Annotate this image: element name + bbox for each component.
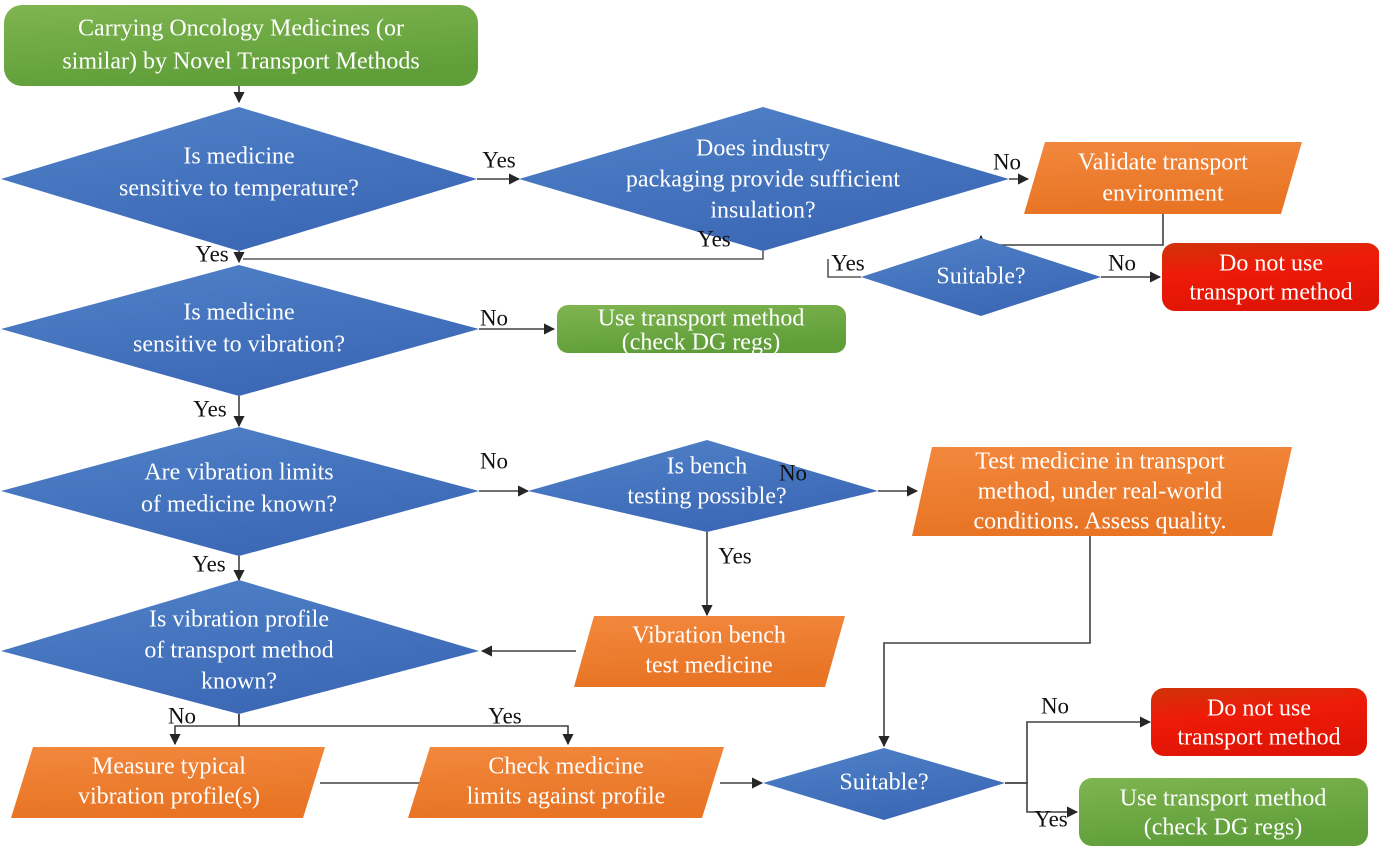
use2-line2: (check DG regs) [1144,815,1303,841]
start-line2: similar) by Novel Transport Methods [62,49,419,75]
donotuse2-line1: Do not use [1207,696,1311,722]
node-check[interactable]: Check medicine limits against profile [408,747,724,818]
label-profile-yes: Yes [488,703,522,728]
benchtest-shape [574,616,845,687]
measure-shape [11,747,325,818]
profile-line1: Is vibration profile [149,607,329,633]
temp-line2: sensitive to temperature? [119,176,359,202]
node-suitable2[interactable]: Suitable? [763,748,1005,820]
label-limits-no: No [480,448,508,473]
label-temp-yes-right: Yes [482,147,516,172]
edge-suitable1-yes [827,259,861,278]
donotuse2-line2: transport method [1177,725,1340,751]
temp-shape [1,107,477,251]
benchtest-line2: test medicine [645,653,772,679]
measure-line2: vibration profile(s) [78,784,260,810]
node-bench[interactable]: Is bench testing possible? [528,440,878,532]
donotuse2-shape [1151,688,1367,756]
check-shape [408,747,724,818]
testmed-shape [912,447,1292,536]
validate-line2: environment [1102,181,1224,207]
node-measure[interactable]: Measure typical vibration profile(s) [11,747,325,818]
node-benchtest[interactable]: Vibration bench test medicine [574,616,845,687]
node-limits[interactable]: Are vibration limits of medicine known? [1,427,479,556]
node-use2[interactable]: Use transport method (check DG regs) [1079,778,1368,846]
use1-line2: (check DG regs) [622,330,781,356]
limits-line1: Are vibration limits [144,460,333,486]
pack-line2: packaging provide sufficient [626,167,900,193]
vib-shape [1,265,479,396]
suitable1-line1: Suitable? [936,264,1025,290]
testmed-line3: conditions. Assess quality. [973,509,1226,535]
label-temp-yes-down: Yes [195,241,229,266]
donotuse1-line1: Do not use [1219,251,1323,277]
benchtest-line1: Vibration bench [632,623,786,649]
profile-line3: known? [201,669,277,695]
node-start[interactable]: Carrying Oncology Medicines (or similar)… [4,5,478,86]
temp-line1: Is medicine [183,144,294,170]
label-suitable2-yes: Yes [1034,806,1068,831]
pack-shape [519,107,1009,251]
label-vib-yes: Yes [193,396,227,421]
validate-line1: Validate transport [1078,150,1248,176]
label-suitable1-no: No [1108,250,1136,275]
profile-shape [1,580,479,714]
node-donotuse2[interactable]: Do not use transport method [1151,688,1367,756]
node-profile[interactable]: Is vibration profile of transport method… [1,580,479,714]
edge-validate-to-suitable1 [975,214,1164,247]
edge-suitable2-to-donotuse2 [1005,716,1152,784]
testmed-line1: Test medicine in transport [975,449,1225,475]
label-bench-yes: Yes [718,543,752,568]
label-bench-no: No [779,460,807,485]
edge-label-layer: Yes Yes No Yes Yes No No Yes No Yes No Y… [168,147,1136,831]
bench-line1: Is bench [667,454,748,480]
limits-shape [1,427,479,556]
vib-line1: Is medicine [183,300,294,326]
limits-line2: of medicine known? [141,492,337,518]
pack-line3: insulation? [710,198,815,224]
connector-layer [169,86,1164,818]
label-pack-yes: Yes [697,226,731,251]
edge-suitable2-to-use2 [1005,782,1079,818]
label-suitable1-yes: Yes [831,250,865,275]
use1-shape [557,305,846,353]
node-temp[interactable]: Is medicine sensitive to temperature? [1,107,477,251]
vib-line2: sensitive to vibration? [133,332,345,358]
edge-testmed-to-suitable2 [878,536,1091,748]
use1-line1: Use transport method [598,306,805,332]
testmed-line2: method, under real-world [978,479,1223,505]
donotuse1-line2: transport method [1189,280,1352,306]
start-shape [4,5,478,86]
edge-pack-yes-to-vib [243,251,764,260]
profile-line2: of transport method [144,638,333,664]
node-donotuse1[interactable]: Do not use transport method [1162,243,1379,311]
measure-line1: Measure typical [92,754,246,780]
start-line1: Carrying Oncology Medicines (or [78,16,404,42]
label-limits-yes: Yes [192,551,226,576]
pack-line1: Does industry [696,136,830,162]
node-validate[interactable]: Validate transport environment [1024,142,1302,214]
donotuse1-shape [1162,243,1379,311]
node-suitable1[interactable]: Suitable? [861,238,1101,316]
suitable2-line1: Suitable? [839,770,928,796]
use2-line1: Use transport method [1120,786,1327,812]
validate-shape [1024,142,1302,214]
edge-profile-to-check [238,714,574,746]
use2-shape [1079,778,1368,846]
label-profile-no: No [168,703,196,728]
node-use1[interactable]: Use transport method (check DG regs) [557,305,846,356]
bench-shape [528,440,878,532]
node-vib[interactable]: Is medicine sensitive to vibration? [1,265,479,396]
label-pack-no: No [993,149,1021,174]
suitable2-shape [763,748,1005,820]
label-vib-no: No [480,305,508,330]
node-pack[interactable]: Does industry packaging provide sufficie… [519,107,1009,251]
check-line1: Check medicine [488,754,643,780]
check-line2: limits against profile [467,784,666,810]
bench-line2: testing possible? [627,484,786,510]
node-testmed[interactable]: Test medicine in transport method, under… [912,447,1292,536]
label-suitable2-no: No [1041,693,1069,718]
suitable1-shape [861,238,1101,316]
